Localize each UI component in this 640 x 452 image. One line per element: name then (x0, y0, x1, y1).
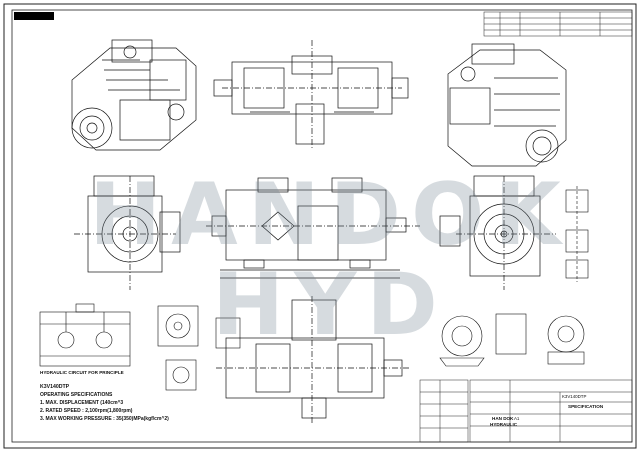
spec-line-2: 2. RATED SPEED : 2,100rpm(1,800rpm) (40, 408, 133, 414)
title-block-model: K3V140DTP (562, 394, 587, 399)
spec-title: OPERATING SPECIFICATIONS (40, 392, 113, 398)
title-block-spec-label: SPECIFICATION (568, 404, 604, 409)
hydraulic-circuit-diagram (39, 303, 131, 367)
revision-table (483, 11, 633, 37)
spec-line-3: 3. MAX WORKING PRESSURE : 35(350)MPa(kgf… (40, 416, 169, 422)
detail-views-center-left (157, 305, 241, 391)
title-block-company-1: HAN DOK (492, 416, 514, 421)
pump-top-view (213, 40, 409, 150)
pump-iso-view-left (71, 39, 197, 151)
parts-table (419, 379, 469, 443)
pump-iso-view-right (447, 43, 567, 167)
spec-line-1: 1. MAX. DISPLACEMENT (140cm^3 (40, 400, 124, 406)
caption-hydraulic-circuit: HYDRAULIC CIRCUIT FOR PRINCIPLE (40, 370, 124, 375)
pump-end-view-left (74, 175, 181, 290)
title-block-company-2: HYDRAULIC (490, 422, 518, 427)
sheet-border-outer (3, 3, 637, 449)
spec-model: K3V140DTP (40, 384, 70, 390)
pump-side-view-bottom (216, 296, 410, 424)
sheet-border-inner (11, 9, 633, 443)
title-block-size: A1 (514, 416, 520, 421)
pump-end-view-right (439, 175, 556, 290)
pump-front-elevation (206, 177, 420, 279)
revision-stamp-topleft (14, 12, 54, 20)
flange-detail-right (565, 186, 589, 282)
title-block (469, 379, 633, 443)
section-views-bottom-right (439, 313, 585, 367)
